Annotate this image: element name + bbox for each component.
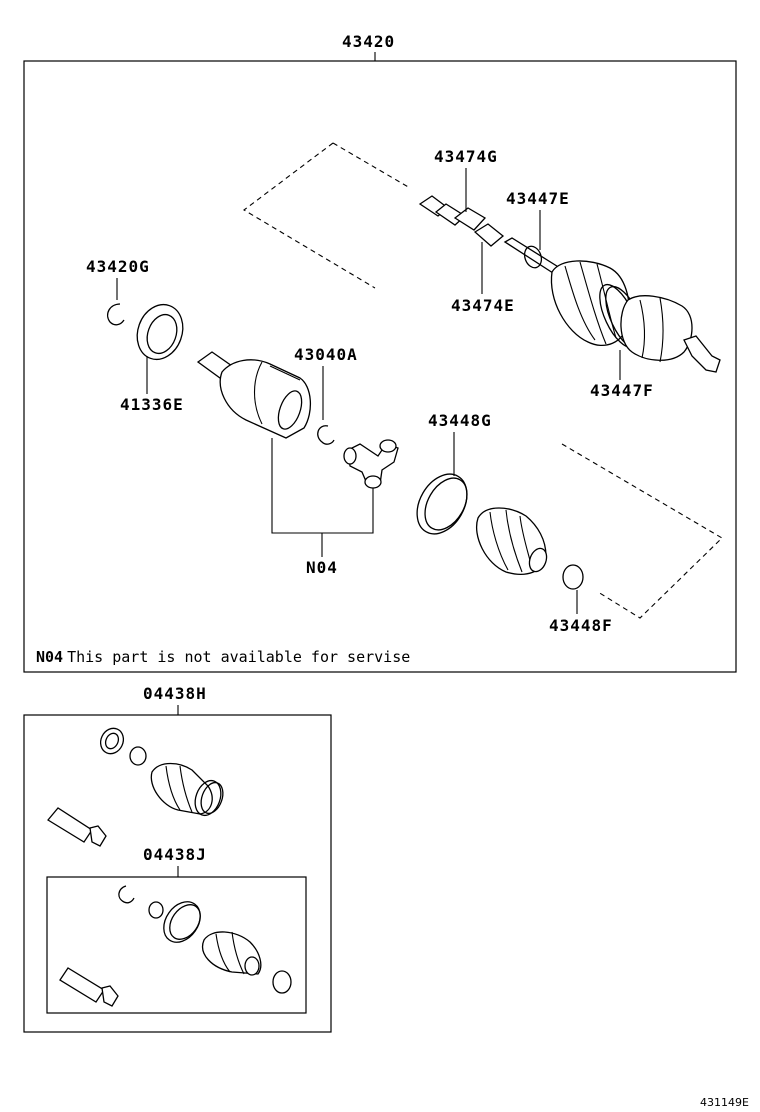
label-43040A[interactable]: 43040A [294,345,358,364]
dashed-guide-upper [243,142,376,289]
label-43420[interactable]: 43420 [342,32,395,51]
figure-number: 431149E [700,1096,749,1109]
label-43448F[interactable]: 43448F [549,616,613,635]
boot-clamp-43448G [416,473,468,535]
label-43447E[interactable]: 43447E [506,189,570,208]
label-04438H[interactable]: 04438H [143,684,207,703]
label-N04[interactable]: N04 [306,558,338,577]
kit-04438J-frame [46,876,307,1014]
kit-j-parts [59,885,292,1007]
inner-joint-housing [196,351,311,439]
label-43420G[interactable]: 43420G [86,257,150,276]
label-41336E[interactable]: 41336E [120,395,184,414]
inner-boot [476,507,548,575]
kit-h-parts [47,727,224,847]
snap-ring-43420G [106,303,125,326]
label-43447F[interactable]: 43447F [590,381,654,400]
tripod-spider [343,439,399,489]
main-assembly-frame [23,60,737,673]
ring-43040A [317,425,335,445]
dashed-guide-lower [561,443,723,619]
boot-clamp-43448F [562,564,584,590]
label-43474G[interactable]: 43474G [434,147,498,166]
label-43448G[interactable]: 43448G [428,411,492,430]
label-04438J[interactable]: 04438J [143,845,207,864]
label-43474E[interactable]: 43474E [451,296,515,315]
drive-shaft-outer [418,195,721,373]
band-41336E [136,303,184,361]
